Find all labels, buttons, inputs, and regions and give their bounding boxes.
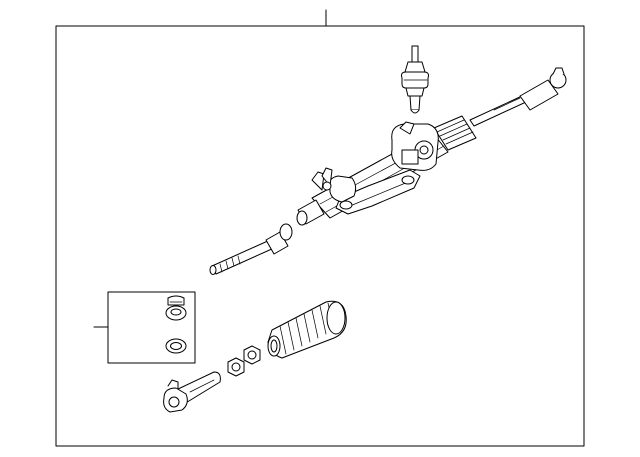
inner-tie-rod [209, 223, 293, 275]
jam-nut [227, 345, 261, 377]
boot-clamp [267, 335, 281, 357]
seal-ring [165, 338, 187, 354]
outer-tie-rod-end [163, 371, 221, 413]
kit-box [93, 291, 196, 364]
steering-gear-assembly [296, 67, 567, 226]
main-frame [55, 9, 585, 447]
gear-boot [267, 300, 347, 359]
bushing [165, 295, 187, 321]
pinion-sensor [401, 45, 429, 114]
